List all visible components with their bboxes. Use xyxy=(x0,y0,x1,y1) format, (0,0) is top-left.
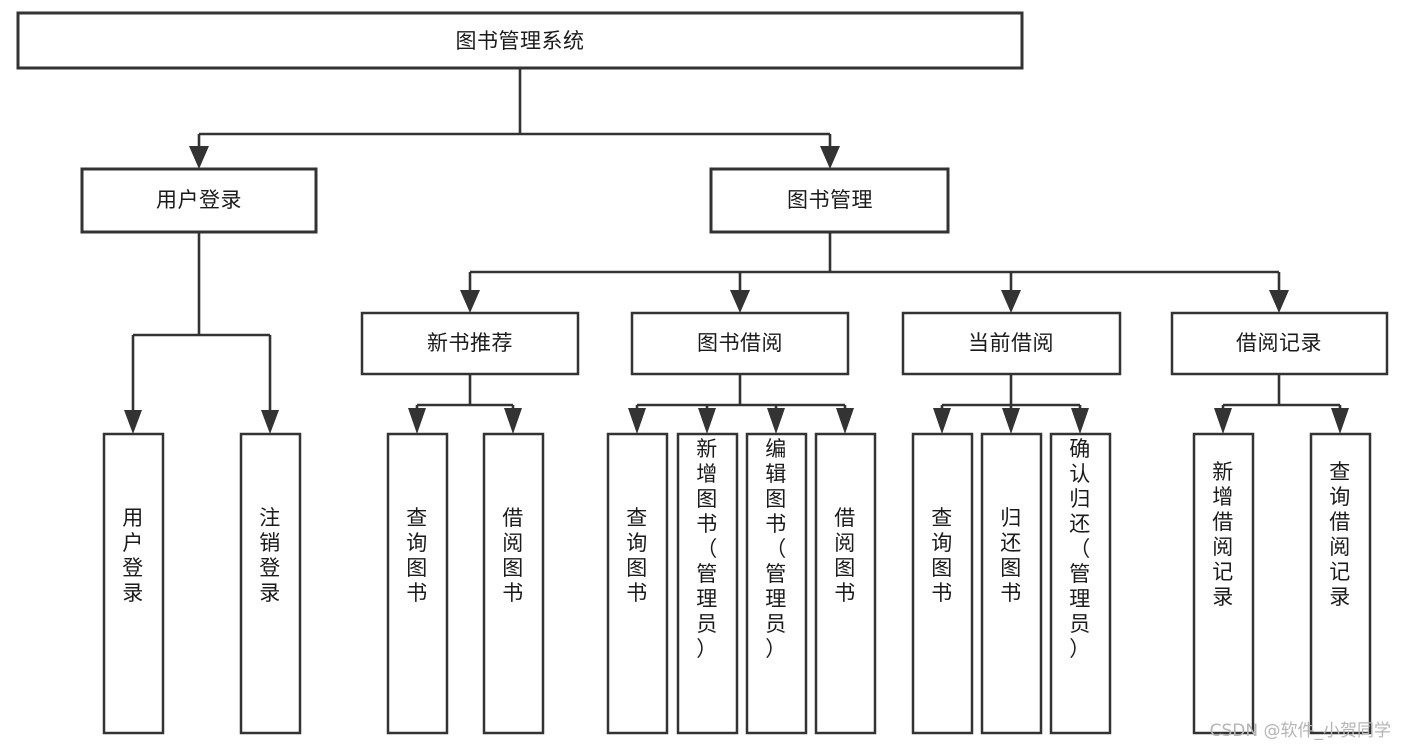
leaf-confirm-return-admin-box[interactable] xyxy=(1049,432,1112,735)
node-new-book-recommend-box[interactable] xyxy=(360,311,580,376)
node-root-label: 图书管理系统 xyxy=(456,29,585,53)
arrow-head-icon xyxy=(124,410,142,434)
leaf-confirm-return-admin-label: 确认归还（管理员） xyxy=(1069,437,1091,661)
arrow-head-icon xyxy=(504,408,522,434)
leaf-user-login-box[interactable] xyxy=(102,432,165,735)
arrow-head-icon xyxy=(408,408,426,434)
leaf-borrow-book[interactable]: 借阅图书 xyxy=(814,432,877,735)
leaf-edit-book-admin[interactable]: 编辑图书（管理员） xyxy=(745,432,808,735)
leaf-query-book-borrow[interactable]: 查询图书 xyxy=(606,432,669,735)
leaf-add-borrow-record[interactable]: 新增借阅记录 xyxy=(1192,432,1255,735)
arrow-head-icon xyxy=(1214,408,1232,434)
connectors-borrow-to-leaves xyxy=(628,374,854,434)
connectors-root-to-level2 xyxy=(189,68,840,169)
node-current-borrow[interactable]: 当前借阅 xyxy=(901,311,1122,376)
leaf-logout-box[interactable] xyxy=(239,432,302,735)
leaf-add-borrow-record-box[interactable] xyxy=(1192,432,1255,735)
leaf-borrow-book-recommend-box[interactable] xyxy=(482,432,545,735)
node-root-box[interactable] xyxy=(16,11,1024,70)
leaf-borrow-book-recommend[interactable]: 借阅图书 xyxy=(482,432,545,735)
leaf-borrow-book-box[interactable] xyxy=(814,432,877,735)
leaf-query-book-borrow-box[interactable] xyxy=(606,432,669,735)
leaf-query-borrow-record-label: 查询借阅记录 xyxy=(1329,460,1351,609)
leaf-return-book-box[interactable] xyxy=(980,432,1043,735)
leaf-query-book-current-box[interactable] xyxy=(911,432,974,735)
leaf-add-borrow-record-label: 新增借阅记录 xyxy=(1212,460,1234,609)
node-user-login-label: 用户登录 xyxy=(156,188,242,212)
arrow-head-icon xyxy=(1331,408,1349,434)
leaf-user-login-label: 用户登录 xyxy=(122,506,144,605)
connectors-newbook-to-leaves xyxy=(408,374,522,434)
arrow-head-icon xyxy=(767,408,785,434)
connectors-records-to-leaves xyxy=(1214,374,1349,434)
arrow-head-icon xyxy=(730,290,750,313)
arrow-head-icon xyxy=(189,146,209,169)
arrow-head-icon xyxy=(1002,408,1020,434)
node-user-login[interactable]: 用户登录 xyxy=(80,167,318,234)
leaf-query-borrow-record[interactable]: 查询借阅记录 xyxy=(1309,432,1372,735)
node-current-borrow-box[interactable] xyxy=(901,311,1122,376)
node-new-book-recommend-label: 新书推荐 xyxy=(427,331,513,355)
arrow-head-icon xyxy=(698,408,716,434)
leaf-edit-book-admin-label: 编辑图书（管理员） xyxy=(765,437,787,661)
leaf-user-login[interactable]: 用户登录 xyxy=(102,432,165,735)
connectors-bookmgmt-to-level3 xyxy=(460,232,1289,313)
leaf-query-book-recommend-box[interactable] xyxy=(386,432,449,735)
node-root[interactable]: 图书管理系统 xyxy=(16,11,1024,70)
node-book-borrow-box[interactable] xyxy=(630,311,850,376)
leaf-borrow-book-label: 借阅图书 xyxy=(834,506,856,605)
node-book-management[interactable]: 图书管理 xyxy=(709,167,950,234)
node-borrow-records-label: 借阅记录 xyxy=(1236,331,1322,355)
node-book-management-box[interactable] xyxy=(709,167,950,234)
leaf-add-book-admin-box[interactable] xyxy=(676,432,739,735)
arrow-head-icon xyxy=(1269,290,1289,313)
arrow-head-icon xyxy=(460,290,480,313)
leaf-query-book-recommend[interactable]: 查询图书 xyxy=(386,432,449,735)
leaf-query-borrow-record-box[interactable] xyxy=(1309,432,1372,735)
arrow-head-icon xyxy=(836,408,854,434)
node-book-borrow[interactable]: 图书借阅 xyxy=(630,311,850,376)
leaf-query-book-recommend-label: 查询图书 xyxy=(406,506,428,605)
node-book-management-label: 图书管理 xyxy=(787,188,873,212)
node-book-borrow-label: 图书借阅 xyxy=(697,331,783,355)
arrow-head-icon xyxy=(628,408,646,434)
leaf-add-book-admin-label: 新增图书（管理员） xyxy=(696,437,718,661)
arrow-head-icon xyxy=(933,408,951,434)
leaf-edit-book-admin-box[interactable] xyxy=(745,432,808,735)
node-new-book-recommend[interactable]: 新书推荐 xyxy=(360,311,580,376)
arrow-head-icon xyxy=(820,146,840,169)
arrow-head-icon xyxy=(1071,408,1089,434)
leaf-logout[interactable]: 注销登录 xyxy=(239,432,302,735)
leaf-query-book-current[interactable]: 查询图书 xyxy=(911,432,974,735)
node-current-borrow-label: 当前借阅 xyxy=(968,331,1054,355)
leaf-return-book[interactable]: 归还图书 xyxy=(980,432,1043,735)
arrow-head-icon xyxy=(261,410,279,434)
node-user-login-box[interactable] xyxy=(80,167,318,234)
leaf-add-book-admin[interactable]: 新增图书（管理员） xyxy=(676,432,739,735)
connectors-userlogin-to-leaves xyxy=(124,232,279,434)
connectors-current-to-leaves xyxy=(933,374,1089,434)
leaf-confirm-return-admin[interactable]: 确认归还（管理员） xyxy=(1049,432,1112,735)
leaf-logout-label: 注销登录 xyxy=(259,506,281,605)
node-borrow-records-box[interactable] xyxy=(1170,311,1389,376)
leaf-return-book-label: 归还图书 xyxy=(1000,506,1022,605)
node-borrow-records[interactable]: 借阅记录 xyxy=(1170,311,1389,376)
arrow-head-icon xyxy=(1001,290,1021,313)
leaf-query-book-borrow-label: 查询图书 xyxy=(626,506,648,605)
leaf-query-book-current-label: 查询图书 xyxy=(931,506,953,605)
leaf-borrow-book-recommend-label: 借阅图书 xyxy=(502,506,524,605)
